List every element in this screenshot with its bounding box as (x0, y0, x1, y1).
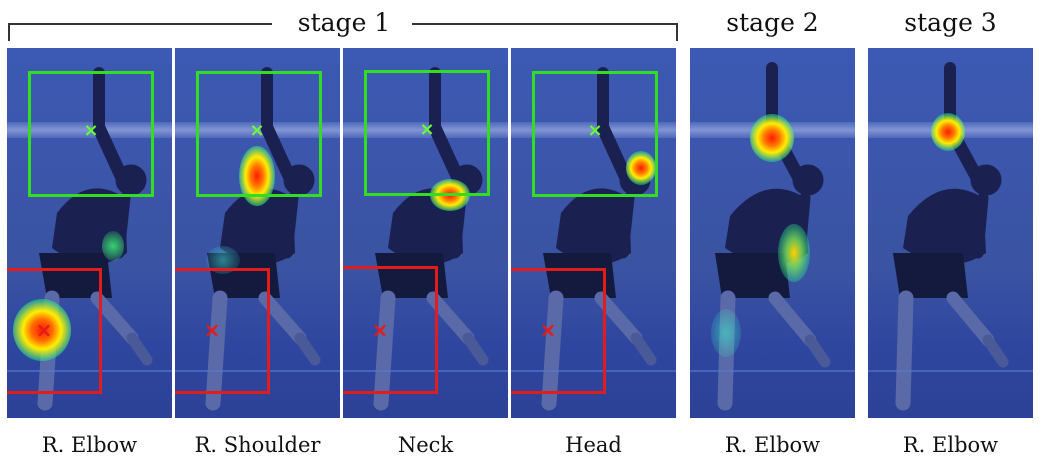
heatmap-panel-r-elbow-stage1: × × (7, 48, 172, 418)
caption-panel-4: Head (565, 433, 622, 457)
context-bounding-box (175, 268, 270, 394)
climbing-wall-rail (7, 122, 172, 138)
stage1-bracket-left-line (8, 23, 272, 25)
floor-line (511, 370, 676, 372)
predicted-location-marker: × (249, 120, 265, 141)
heatmap-panel-head-stage1: × × (511, 48, 676, 418)
climber-figure (715, 62, 831, 411)
predicted-location-marker: × (587, 120, 603, 141)
predicted-location-marker: × (83, 120, 99, 141)
context-location-marker: × (35, 318, 53, 342)
caption-panel-5: R. Elbow (724, 433, 821, 457)
heatmap-panel-r-elbow-stage2 (690, 48, 855, 418)
floor-line (343, 370, 508, 372)
context-location-marker: × (203, 318, 221, 342)
heatmap-panel-r-shoulder-stage1: × × (175, 48, 340, 418)
caption-panel-3: Neck (397, 433, 454, 457)
climbing-wall-rail (511, 122, 676, 138)
heatmap-panel-r-elbow-stage3 (868, 48, 1033, 418)
target-bounding-box (364, 70, 490, 196)
target-bounding-box (196, 71, 322, 197)
caption-panel-1: R. Elbow (41, 433, 138, 457)
stage2-title: stage 2 (726, 8, 819, 37)
predicted-location-marker: × (419, 119, 435, 140)
stage1-bracket-right-tick (676, 23, 678, 41)
climber-figure (541, 67, 657, 411)
stage1-bracket-right-line (412, 23, 678, 25)
target-bounding-box (28, 71, 154, 197)
context-bounding-box (511, 268, 606, 394)
stage1-title: stage 1 (297, 8, 391, 37)
context-location-marker: × (371, 318, 389, 342)
climbing-wall-rail (175, 122, 340, 138)
climbing-wall-rail (343, 122, 508, 138)
context-location-marker: × (539, 318, 557, 342)
context-bounding-box (343, 266, 438, 394)
climber-figure (893, 62, 1009, 411)
floor-line (868, 370, 1033, 372)
stage3-title: stage 3 (904, 8, 997, 37)
floor-line (690, 370, 855, 372)
context-bounding-box (7, 268, 102, 394)
floor-line (7, 370, 172, 372)
heatmap-panel-neck-stage1: × × (343, 48, 508, 418)
floor-line (175, 370, 340, 372)
caption-panel-6: R. Elbow (902, 433, 999, 457)
stage1-bracket-left-tick (8, 23, 10, 41)
caption-panel-2: R. Shoulder (194, 433, 321, 457)
target-bounding-box (532, 71, 658, 197)
